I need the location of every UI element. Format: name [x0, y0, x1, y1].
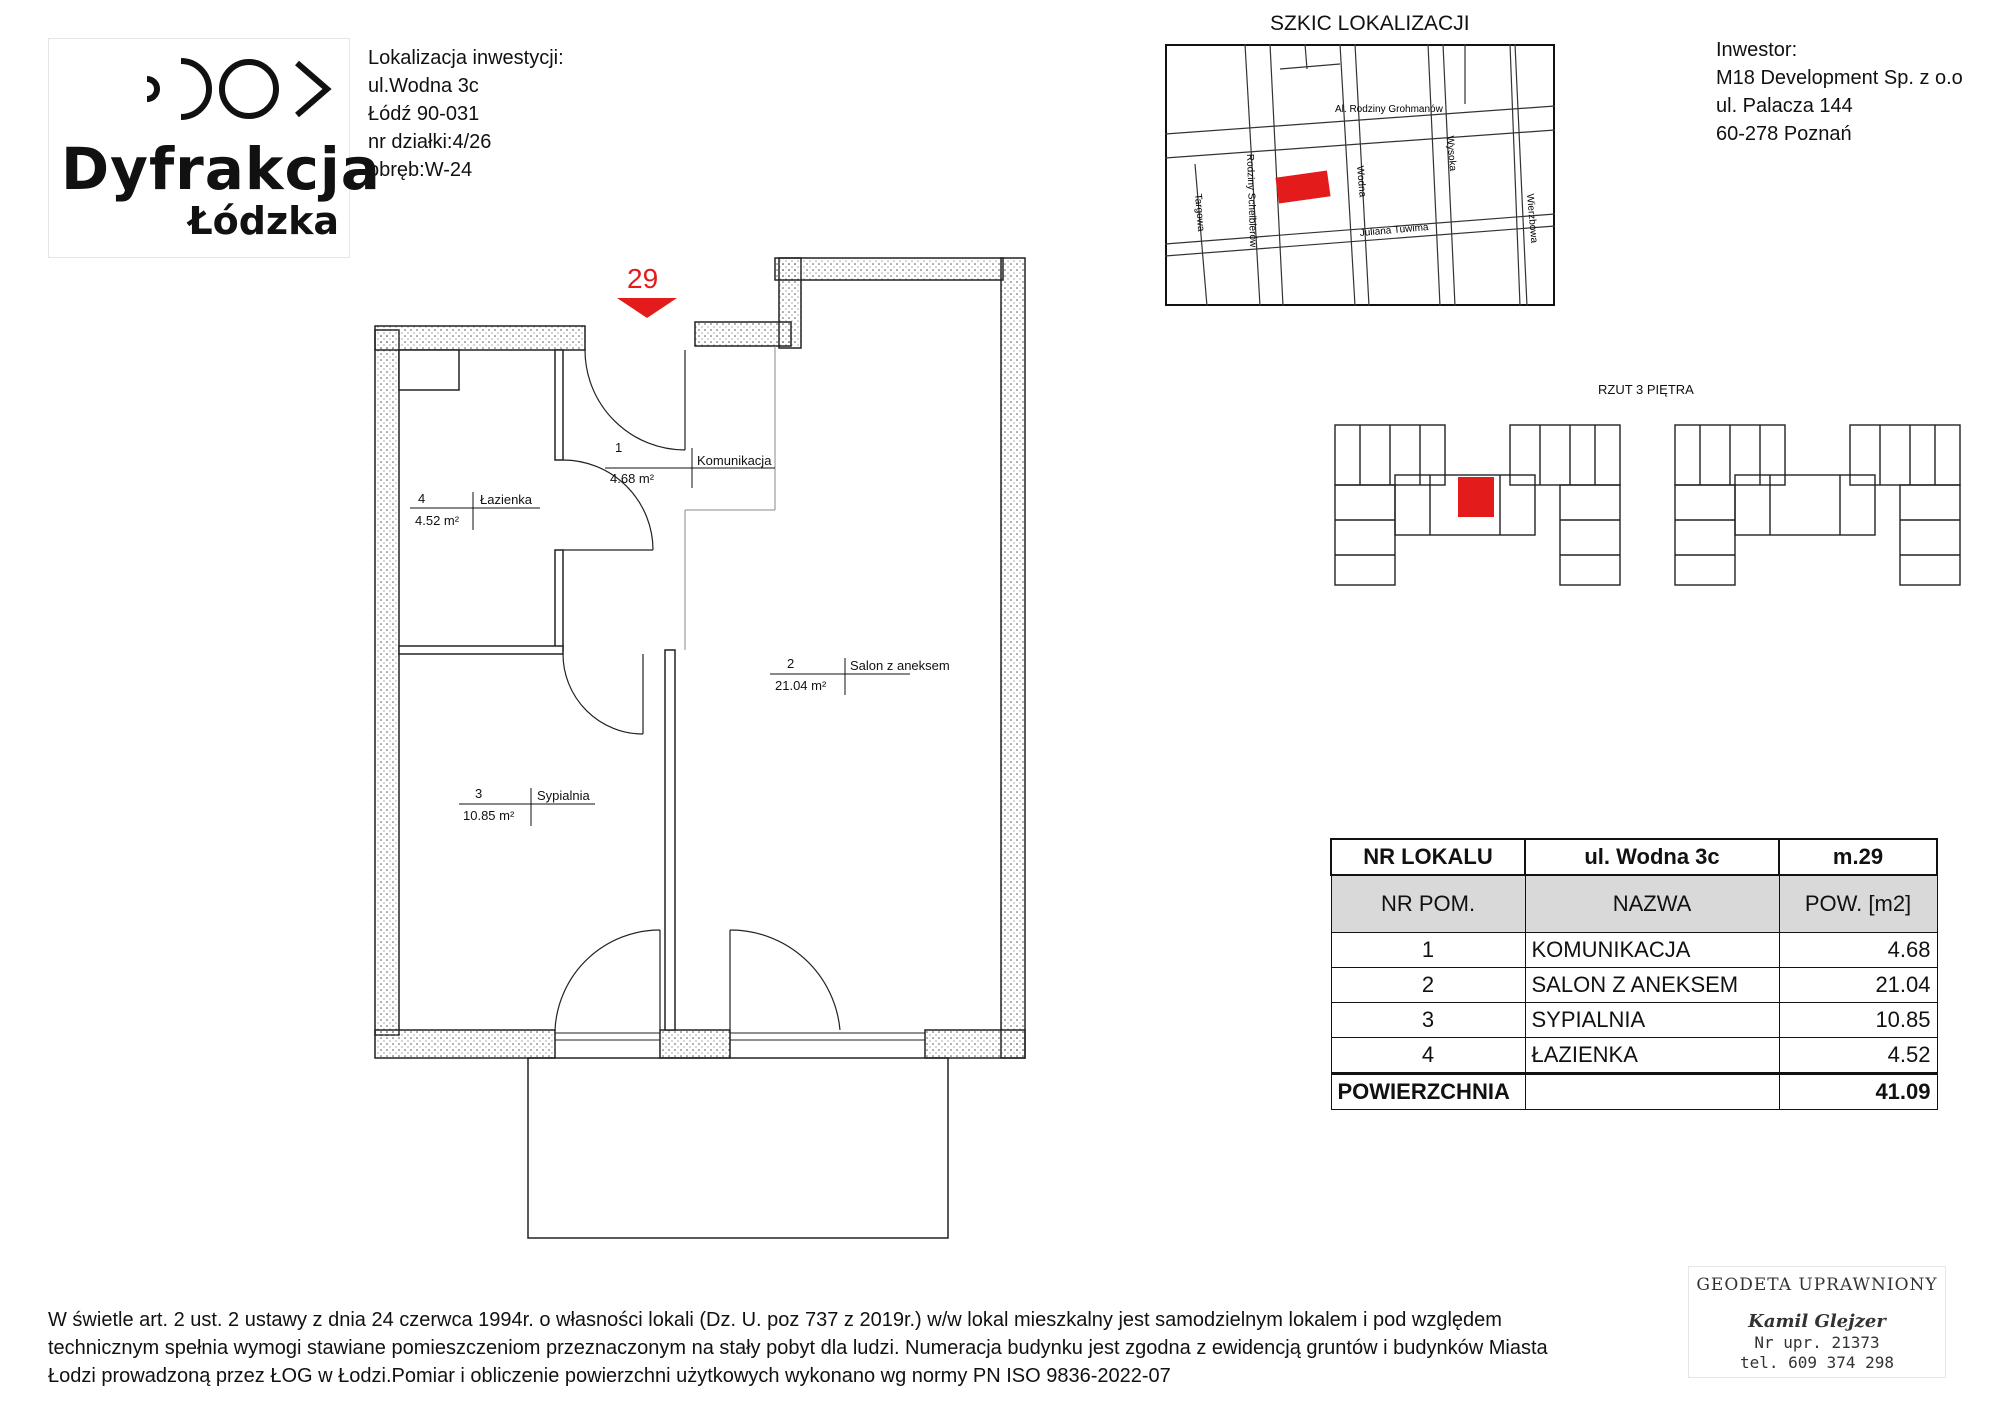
unit-highlight	[1458, 477, 1494, 517]
entrance-arrow-icon	[617, 298, 677, 318]
room-number: 2	[787, 656, 794, 671]
room-area-cell: 4.68	[1778, 932, 1938, 968]
table-row: 3 SYPIALNIA 10.85	[1330, 1002, 1938, 1038]
room-name-cell: SALON Z ANEKSEM	[1524, 967, 1780, 1003]
floor-plan-title: RZUT 3 PIĘTRA	[1598, 382, 1694, 397]
apartment-floor-plan: 1 Komunikacja 4.68 m² 2 Salon z aneksem …	[374, 257, 1026, 1239]
street-label: Al. Rodziny Grohmanów	[1335, 104, 1444, 115]
room-area-cell: 10.85	[1778, 1002, 1938, 1038]
total-value: 41.09	[1778, 1072, 1938, 1110]
logo-mark-icon	[146, 58, 332, 120]
street-label: Wodna	[1354, 165, 1368, 198]
location-sketch-map: Al. Rodziny Grohmanów Rodziny Scheibleró…	[1165, 44, 1555, 306]
room-number: 4	[418, 491, 425, 506]
room-name-cell: KOMUNIKACJA	[1524, 932, 1780, 968]
room-area: 21.04 m²	[775, 678, 827, 693]
room-area-cell: 21.04	[1778, 967, 1938, 1003]
room-no-cell: 2	[1330, 967, 1526, 1003]
surveyor-stamp: GEODETA UPRAWNIONY Kamil Glejzer Nr upr.…	[1688, 1266, 1946, 1378]
building-highlight	[1275, 170, 1331, 204]
room-name-cell: SYPIALNIA	[1524, 1002, 1780, 1038]
sketch-title: SZKIC LOKALIZACJI	[1270, 12, 1470, 35]
logo: Dyfrakcja Łódzka	[48, 38, 380, 258]
logo-subtitle: Łódzka	[188, 199, 339, 243]
floor-plan-thumbnails	[1334, 424, 1961, 586]
table-header-cell: NR LOKALU	[1330, 838, 1526, 876]
stamp-phone: tel. 609 374 298	[1739, 1353, 1895, 1372]
room-area: 4.52 m²	[415, 513, 460, 528]
room-number: 3	[475, 786, 482, 801]
room-name-cell: ŁAZIENKA	[1524, 1037, 1780, 1074]
stamp-license: Nr upr. 21373	[1754, 1333, 1880, 1352]
investor-line: Inwestor:	[1716, 39, 1798, 61]
room-name: Sypialnia	[537, 788, 591, 803]
table-row: 4 ŁAZIENKA 4.52	[1330, 1037, 1938, 1074]
room-no-cell: 3	[1330, 1002, 1526, 1038]
unit-marker-number: 29	[627, 263, 658, 294]
room-area: 10.85 m²	[463, 808, 515, 823]
legal-footnote: W świetle art. 2 ust. 2 ustawy z dnia 24…	[48, 1306, 1688, 1390]
total-empty-cell	[1524, 1072, 1780, 1110]
table-header-cell: m.29	[1778, 838, 1938, 876]
investor-line: ul. Palacza 144	[1716, 95, 1853, 117]
column-header: POW. [m2]	[1778, 874, 1938, 933]
room-area-cell: 4.52	[1778, 1037, 1938, 1074]
room-no-cell: 4	[1330, 1037, 1526, 1074]
investor-line: M18 Development Sp. z o.o	[1716, 67, 1963, 89]
room-area-table: NR LOKALU ul. Wodna 3c m.29 NR POM. NAZW…	[1330, 838, 1938, 1110]
room-name: Komunikacja	[697, 453, 772, 468]
investment-location: Lokalizacja inwestycji: ul.Wodna 3c Łódź…	[368, 44, 564, 184]
stamp-title: GEODETA UPRAWNIONY	[1696, 1275, 1938, 1295]
room-number: 1	[615, 440, 622, 455]
column-header: NAZWA	[1524, 874, 1780, 933]
room-name: Salon z aneksem	[850, 658, 950, 673]
location-line: ul.Wodna 3c	[368, 75, 479, 97]
stamp-name: Kamil Glejzer	[1748, 1311, 1886, 1332]
footnote-line: W świetle art. 2 ust. 2 ustawy z dnia 24…	[48, 1309, 1502, 1331]
room-name: Łazienka	[480, 492, 533, 507]
location-line: obręb:W-24	[368, 159, 473, 181]
room-area: 4.68 m²	[610, 471, 655, 486]
investor-line: 60-278 Poznań	[1716, 123, 1852, 145]
column-header: NR POM.	[1330, 874, 1526, 933]
location-line: Lokalizacja inwestycji:	[368, 47, 564, 69]
table-row: 1 KOMUNIKACJA 4.68	[1330, 932, 1938, 968]
logo-title: Dyfrakcja	[61, 135, 381, 203]
street-label: Rodziny Scheiblerów	[1244, 154, 1258, 248]
table-header-row: NR LOKALU ul. Wodna 3c m.29	[1330, 838, 1938, 876]
table-columns-row: NR POM. NAZWA POW. [m2]	[1330, 874, 1938, 933]
footnote-line: technicznym spełnia wymogi stawiane pomi…	[48, 1337, 1548, 1359]
location-line: Łódź 90-031	[368, 103, 480, 125]
street-label: Wierzbowa	[1524, 193, 1539, 244]
footnote-line: Łodzi prowadzoną przez ŁOG w Łodzi.Pomia…	[48, 1365, 1171, 1387]
total-label: POWIERZCHNIA	[1330, 1072, 1526, 1110]
room-no-cell: 1	[1330, 932, 1526, 968]
table-header-cell: ul. Wodna 3c	[1524, 838, 1780, 876]
street-label: Targowa	[1192, 193, 1206, 232]
table-total-row: POWIERZCHNIA 41.09	[1330, 1072, 1938, 1110]
table-row: 2 SALON Z ANEKSEM 21.04	[1330, 967, 1938, 1003]
street-label: Wysoka	[1444, 135, 1458, 172]
location-line: nr działki:4/26	[368, 131, 492, 153]
investor-info: Inwestor: M18 Development Sp. z o.o ul. …	[1716, 36, 1963, 148]
